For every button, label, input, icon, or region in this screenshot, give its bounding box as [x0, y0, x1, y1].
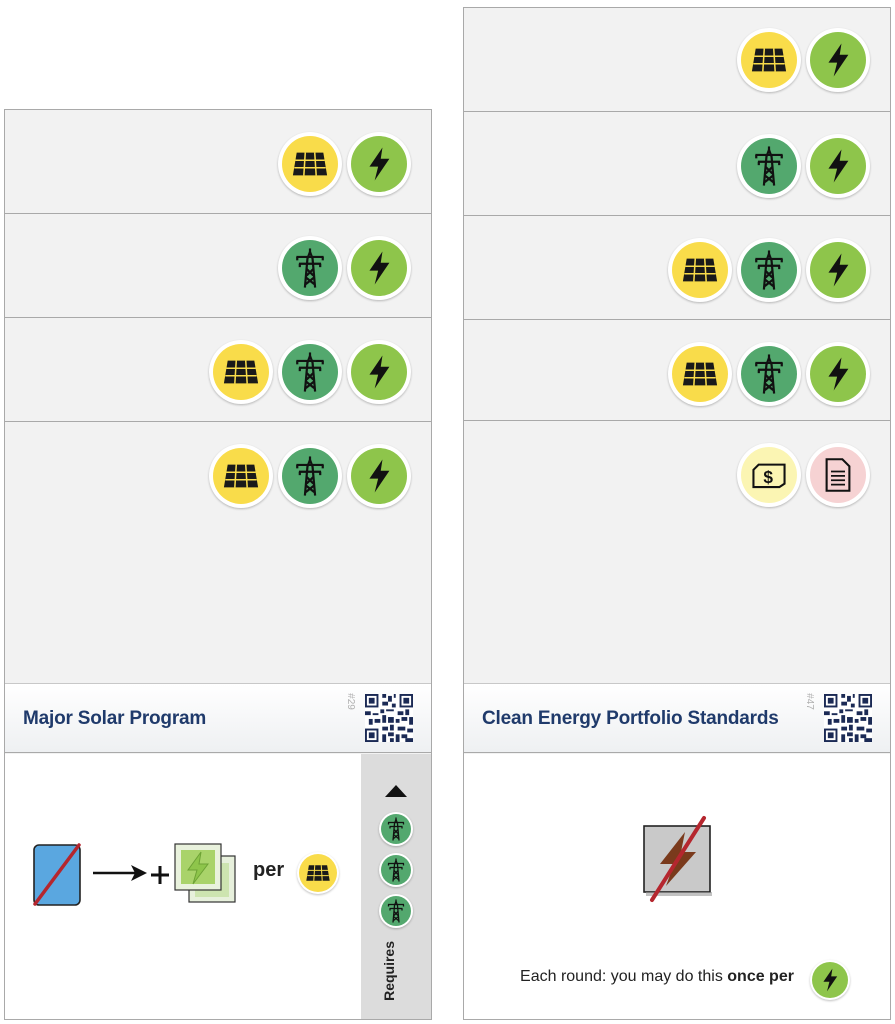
arrow-right-icon [93, 865, 147, 881]
power-bolt-icon [806, 238, 870, 302]
card-title-bar: Clean Energy Portfolio Standards #47 [464, 683, 890, 753]
requires-label: Requires [381, 941, 397, 1001]
card-title: Clean Energy Portfolio Standards [482, 708, 779, 729]
power-bolt-icon [806, 342, 870, 406]
card-action-area: Each round: you may do this once per [464, 754, 890, 1019]
solar-panel-icon [209, 444, 273, 508]
power-bolt-icon [347, 340, 411, 404]
solar-panel-icon [297, 852, 339, 894]
reward-band-3 [464, 216, 890, 320]
solar-panel-icon [209, 340, 273, 404]
card-title: Major Solar Program [23, 708, 207, 729]
reward-band-1 [5, 110, 431, 214]
solar-panel-icon [278, 132, 342, 196]
transmission-tower-icon [278, 236, 342, 300]
transmission-tower-icon [737, 134, 801, 198]
power-bolt-icon [806, 28, 870, 92]
reward-band-2 [464, 112, 890, 216]
qr-code-icon[interactable] [365, 694, 413, 742]
card-number: #47 [804, 693, 816, 710]
permit-document-icon [806, 443, 870, 507]
discard-card-icon [33, 843, 81, 906]
per-label: per [253, 859, 285, 881]
solar-panel-icon [737, 28, 801, 92]
transmission-tower-icon [737, 238, 801, 302]
reward-band-1 [464, 8, 890, 112]
action-text-bold: once per [727, 968, 794, 985]
transmission-tower-icon [737, 342, 801, 406]
card-clean-energy-portfolio-standards[interactable]: Clean Energy Portfolio Standards #47 Eac… [463, 7, 891, 1020]
money-bill-icon [737, 443, 801, 507]
no-power-icon [643, 816, 712, 902]
power-cards-icon [174, 843, 236, 903]
card-major-solar-program[interactable]: Major Solar Program #29 per [4, 109, 432, 1020]
power-bolt-icon [347, 444, 411, 508]
transmission-tower-icon [278, 444, 342, 508]
solar-panel-icon [668, 342, 732, 406]
card-title-bar: Major Solar Program #29 [5, 683, 431, 753]
reward-band-4 [464, 320, 890, 421]
card-action-area: per Requires [5, 754, 431, 1019]
power-bolt-icon [347, 132, 411, 196]
action-description: Each round: you may do this once per [464, 968, 890, 986]
power-bolt-icon [810, 960, 850, 1000]
reward-band-4 [5, 422, 431, 682]
card-number: #29 [345, 693, 357, 710]
solar-panel-icon [668, 238, 732, 302]
transmission-tower-icon [379, 894, 413, 928]
reward-band-3 [5, 318, 431, 422]
qr-code-icon[interactable] [824, 694, 872, 742]
plus-icon [151, 866, 169, 884]
transmission-tower-icon [379, 853, 413, 887]
power-bolt-icon [347, 236, 411, 300]
action-text: Each round: you may do this [520, 968, 728, 985]
requires-strip: Requires [361, 754, 431, 1019]
transmission-tower-icon [379, 812, 413, 846]
triangle-up-icon [385, 785, 407, 797]
reward-band-5 [464, 421, 890, 683]
reward-band-2 [5, 214, 431, 318]
transmission-tower-icon [278, 340, 342, 404]
power-bolt-icon [806, 134, 870, 198]
